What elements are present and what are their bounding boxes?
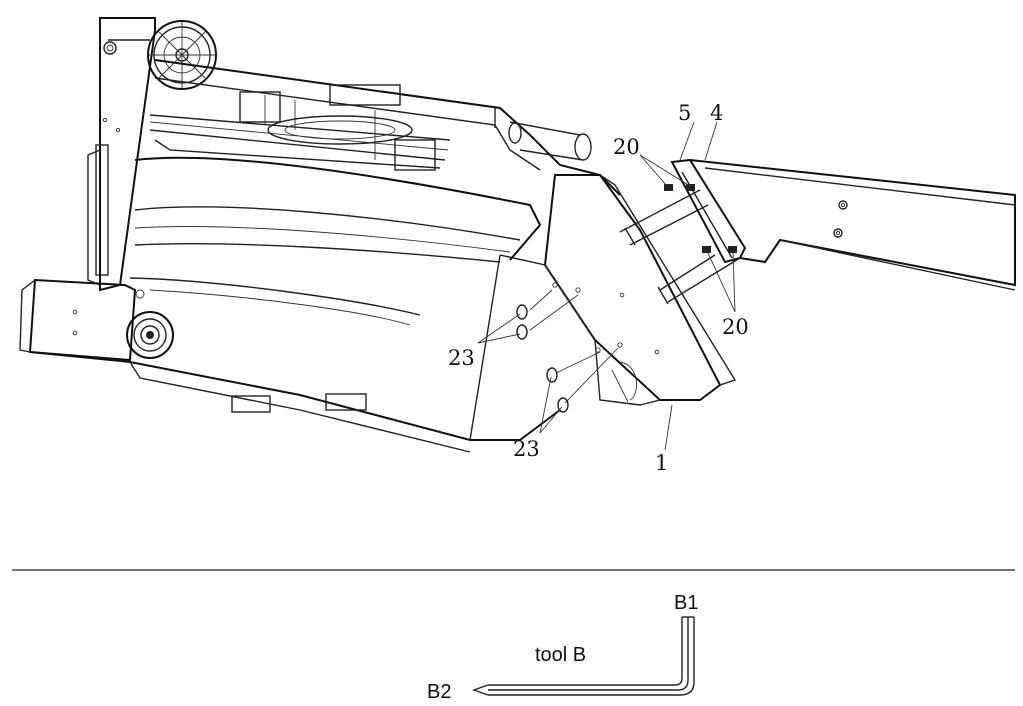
callout-part-5: 5 xyxy=(678,101,691,125)
mounting-plate-part-1 xyxy=(469,174,737,441)
callout-screws-23-lower: 23 xyxy=(513,437,540,461)
bolts-20 xyxy=(619,184,741,305)
tool-end-b2-label: B2 xyxy=(427,681,451,703)
pulley-icon xyxy=(147,20,217,90)
callout-labels: 5 4 20 20 23 23 1 xyxy=(448,101,749,475)
machine-frame xyxy=(19,17,621,453)
callout-bolts-20-upper: 20 xyxy=(613,135,640,159)
callout-screws-23-upper: 23 xyxy=(448,346,475,370)
wheel-icon xyxy=(126,311,174,359)
screws-23 xyxy=(516,289,619,413)
callout-part-4: 4 xyxy=(710,101,723,125)
callout-bolts-20-lower: 20 xyxy=(722,315,749,339)
hex-key-icon xyxy=(471,616,695,696)
tube-part-4 xyxy=(689,159,1016,291)
tool-end-b1-label: B1 xyxy=(674,592,698,614)
tool-name-label: tool B xyxy=(535,644,586,666)
callout-part-1: 1 xyxy=(655,451,668,475)
leader-lines xyxy=(477,121,736,451)
